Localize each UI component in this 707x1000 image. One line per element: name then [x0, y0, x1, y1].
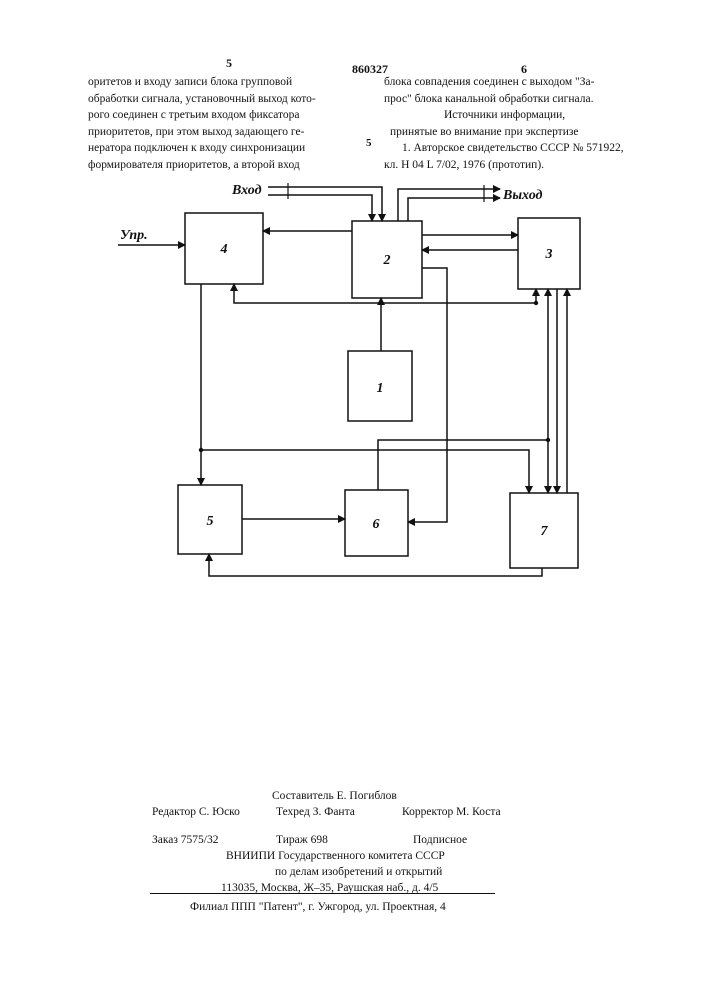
- imprint-techred: Техред З. Фанта: [276, 804, 355, 820]
- output-label: Выход: [502, 188, 543, 203]
- block-label: 6: [373, 517, 380, 532]
- imprint-branch: Филиал ППП "Патент", г. Ужгород, ул. Про…: [190, 899, 446, 915]
- imprint-institute-dept: по делам изобретений и открытий: [275, 864, 442, 880]
- block-label: 7: [541, 524, 549, 539]
- imprint-divider: [150, 893, 495, 894]
- block-label: 3: [545, 247, 553, 262]
- imprint-editor: Редактор С. Юско: [152, 804, 240, 820]
- block-label: 1: [377, 381, 384, 396]
- imprint-order: Заказ 7575/32: [152, 832, 219, 848]
- block-label: 2: [383, 253, 391, 268]
- imprint-corrector: Корректор М. Коста: [402, 804, 501, 820]
- input-label: Вход: [231, 183, 262, 198]
- block-label: 5: [207, 514, 214, 529]
- imprint-institute: ВНИИПИ Государственного комитета СССР: [226, 848, 445, 864]
- control-label: Упр.: [120, 228, 148, 243]
- block-label: 4: [220, 242, 228, 257]
- imprint-compiler: Составитель Е. Погиблов: [272, 788, 397, 804]
- imprint-circulation: Тираж 698: [276, 832, 328, 848]
- imprint-subscription: Подписное: [413, 832, 467, 848]
